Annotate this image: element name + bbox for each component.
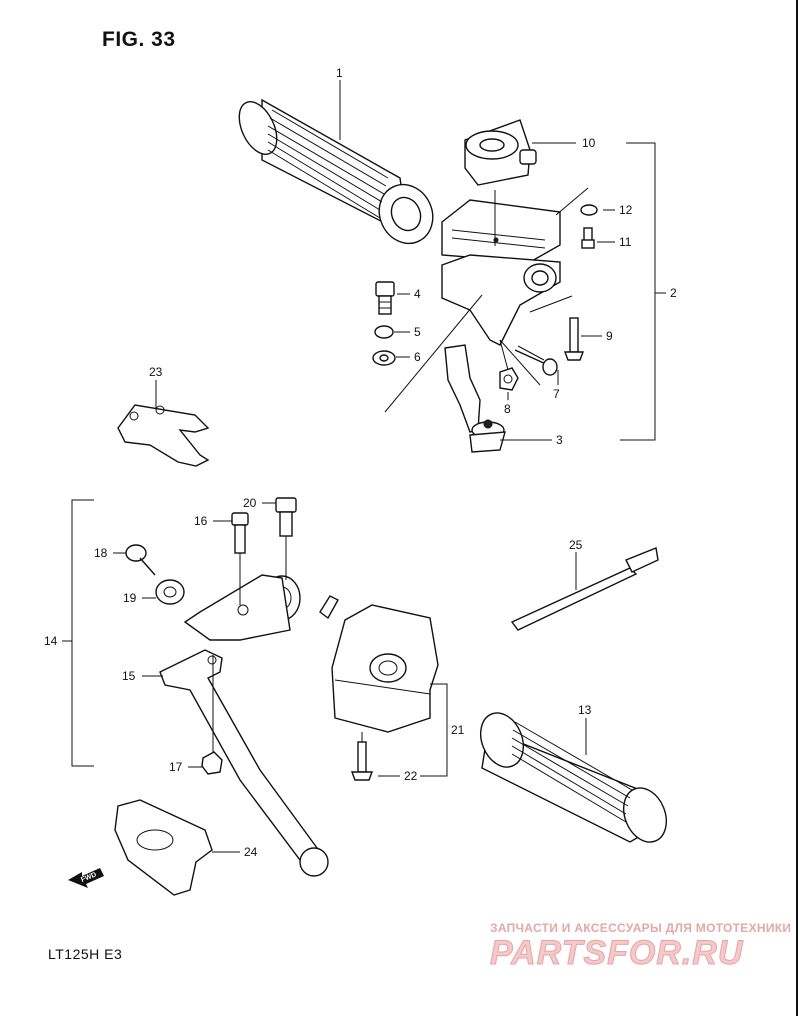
callout-12: 12 — [619, 203, 633, 217]
callout-8: 8 — [504, 402, 511, 416]
part-9-screw — [563, 317, 585, 361]
callout-21: 21 — [451, 723, 465, 737]
part-10-switch — [464, 119, 537, 186]
part-2-switch-housing-lower — [441, 254, 561, 346]
part-5-washer — [374, 325, 394, 339]
part-13-right-grip — [479, 712, 668, 843]
callout-20: 20 — [243, 496, 257, 510]
callout-1: 1 — [336, 66, 343, 80]
part-18-screw — [125, 544, 156, 576]
callout-6: 6 — [414, 350, 421, 364]
callout-14: 14 — [44, 634, 58, 648]
callout-24: 24 — [244, 845, 258, 859]
lever-holder — [183, 574, 301, 641]
callout-4: 4 — [414, 287, 421, 301]
callout-23: 23 — [149, 365, 163, 379]
callout-3: 3 — [556, 433, 563, 447]
part-4-bolt — [375, 281, 395, 315]
figure-title: FIG. 33 — [102, 28, 176, 51]
part-23-bracket — [117, 404, 210, 467]
callout-13: 13 — [578, 703, 592, 717]
callout-9: 9 — [606, 329, 613, 343]
part-15-lever — [159, 649, 329, 877]
part-17-nut — [201, 751, 223, 775]
part-1-left-grip — [238, 98, 434, 245]
callout-15: 15 — [122, 669, 136, 683]
fwd-arrow-icon — [68, 868, 104, 888]
part-2-switch-housing-upper — [441, 199, 561, 263]
callout-11: 11 — [619, 235, 632, 249]
callout-labels: 1 2 3 4 5 6 7 8 9 10 11 12 13 14 15 16 1… — [44, 66, 677, 859]
part-20-bolt — [275, 497, 297, 537]
part-7-screw — [514, 345, 558, 376]
callout-5: 5 — [414, 325, 421, 339]
callout-16: 16 — [194, 514, 208, 528]
model-code: LT125H E3 — [48, 946, 123, 962]
callout-7: 7 — [553, 387, 560, 401]
part-11-screw — [581, 227, 595, 249]
callout-17: 17 — [169, 760, 183, 774]
part-19-nut — [155, 579, 185, 605]
callout-2: 2 — [670, 286, 677, 300]
part-3-lever — [444, 344, 506, 453]
part-8-nut — [499, 367, 519, 391]
part-24-cover — [114, 799, 213, 896]
callout-19: 19 — [123, 591, 137, 605]
watermark-brand: PARTSFOR.RU — [489, 934, 744, 973]
part-16-bolt — [231, 512, 249, 554]
leader-lines — [62, 80, 666, 853]
part-22-screw — [350, 741, 374, 781]
callout-22: 22 — [404, 769, 418, 783]
watermark-tagline: ЗАПЧАСТИ И АКСЕССУАРЫ ДЛЯ МОТОТЕХНИКИ — [490, 921, 792, 935]
part-12-washer — [580, 204, 598, 216]
callout-18: 18 — [94, 546, 108, 560]
part-21-right-switch — [319, 595, 439, 733]
part-25-cable-tie — [510, 547, 659, 631]
callout-25: 25 — [569, 538, 583, 552]
callout-10: 10 — [582, 136, 596, 150]
